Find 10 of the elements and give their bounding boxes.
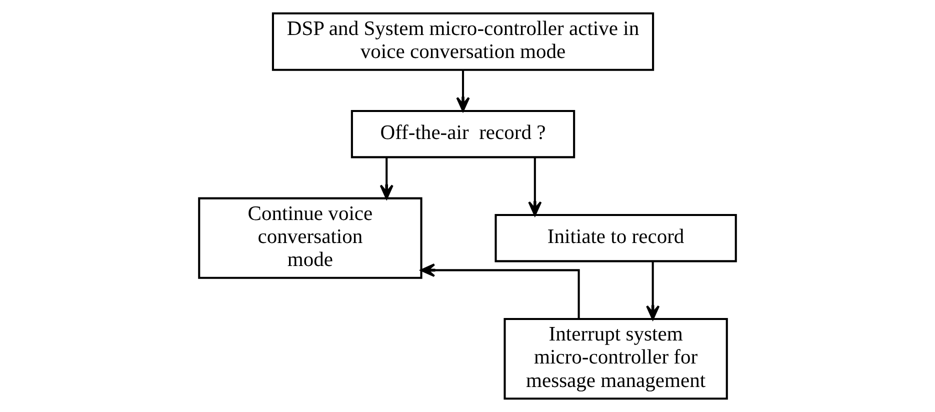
node-box: Off-the-air record ? (350, 110, 576, 158)
node-box: Initiate to record (494, 214, 737, 262)
arrow (646, 261, 660, 320)
node-box: DSP and System micro-controller active in voice conversation mode (272, 12, 654, 71)
arrow (380, 158, 394, 200)
arrow (420, 263, 580, 319)
arrow (456, 70, 470, 112)
node-box: Continue voice conversation mode (198, 197, 422, 279)
node-box: Interrupt system micro-controller for message management (504, 318, 728, 400)
arrow (528, 158, 542, 216)
